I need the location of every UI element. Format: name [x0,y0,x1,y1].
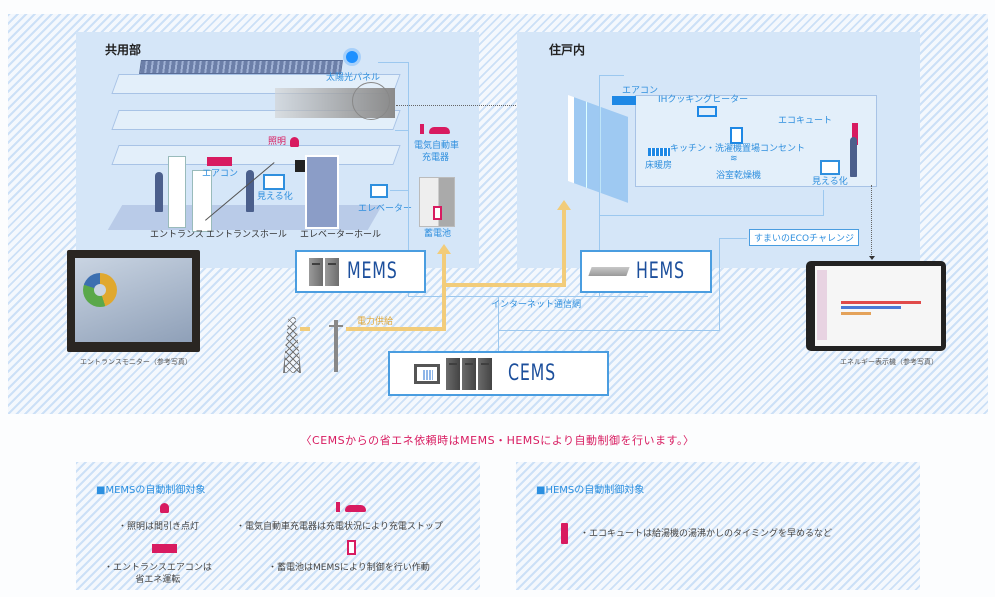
visualization-panel [295,160,305,172]
server-icon [446,357,460,390]
eco-cute-label: エコキュート [778,116,833,126]
lighting-label: 照明 [268,137,287,147]
power-line [442,283,566,287]
power-arrow-up-icon [437,244,451,254]
visualization-chart-icon [820,160,840,175]
hems-system-box: HEMS [580,250,712,293]
floor-heating-label: 床暖房 [645,161,673,171]
hems-control-title: ■HEMSの自動制御対象 [536,485,645,496]
person-silhouette [155,172,163,212]
mems-control-item: ・照明は間引き点灯 [118,522,200,532]
hems-control-box [516,462,920,590]
entrance-hall-label: エントランスホール [206,230,287,240]
ev-charger-label-line1: 電気自動車 [414,141,460,151]
air-conditioner-icon [207,157,232,166]
elevator-hall-label: エレベーターホール [300,230,382,240]
mems-label: MEMS [347,259,398,284]
eco-challenge-link[interactable]: すまいのECOチャレンジ [749,229,859,246]
elevator-door [305,155,339,229]
floor-heating-icon [648,148,670,156]
server-icon [309,257,323,286]
internet-label: インターネット通信網 [491,300,582,310]
entrance-hall-door [192,170,212,232]
person-silhouette [850,137,857,177]
dwelling-aircon-label: エアコン [622,86,659,96]
dotted-arrow-to-display [871,185,872,257]
mems-control-box [76,462,480,590]
battery-icon [347,540,356,555]
mems-control-item: ・蓄電池はMEMSにより制御を行い作動 [268,563,430,573]
ceiling-light-icon [160,503,169,513]
storage-battery-label: 蓄電池 [424,229,452,239]
server-icon [325,257,339,286]
server-icon [478,357,492,390]
eco-cute-unit [852,123,858,145]
ev-charger-icon [336,502,366,512]
bath-dryer-icon: ≋ [730,154,738,164]
hems-control-item: ・エコキュートは給湯機の湯沸かしのタイミングを早めるなど [580,529,833,539]
ev-charger-label-line2: 充電器 [422,153,450,163]
common-area-title: 共用部 [105,43,142,57]
ceiling-light-icon [290,137,299,147]
power-supply-label: 電力供給 [357,317,394,327]
mems-control-title: ■MEMSの自動制御対象 [96,485,206,496]
entrance-monitor-caption: エントランスモニター（参考写真） [80,358,192,366]
monitor-chart-icon [414,363,440,384]
ih-heater-label: IHクッキングヒーター [658,95,749,105]
bath-dryer-label: 浴室乾燥機 [716,171,762,181]
power-line [300,327,310,331]
server-icon [462,357,476,390]
outlet-icon [730,127,743,144]
air-conditioner-icon [152,544,177,553]
elevator-icon [370,184,388,198]
hems-device-icon [588,267,630,276]
power-line [442,254,446,331]
sun-icon [346,51,358,63]
hems-label: HEMS [636,259,685,284]
utility-pole-icon [334,320,338,372]
mems-control-item: ・電気自動車充電器は充電状況により充電ストップ [236,522,443,532]
cems-label: CEMS [508,361,556,386]
person-silhouette [246,170,254,212]
eco-cute-icon [561,523,568,544]
visualization-label: 見える化 [257,192,293,202]
power-line [562,210,566,287]
dwelling-visualization-label: 見える化 [812,177,848,187]
visualization-chart-icon [263,174,285,190]
energy-display-caption: エネルギー表示機（参考写真） [840,358,938,366]
common-building-illustration [107,60,410,232]
solar-panel-label: 太陽光パネル [326,73,381,83]
mems-system-box: MEMS [295,250,426,293]
outlet-label: キッチン・洗濯機置場コンセント [670,144,806,154]
aircon-unit-icon [612,96,636,105]
dotted-arrow-to-dwelling [396,105,552,106]
mems-control-item: ・エントランスエアコンは 省エネ運転 [104,563,212,586]
aircon-label: エアコン [202,169,239,179]
elevator-label: エレベーター [358,204,413,214]
auto-control-notice: 〈CEMSからの省エネ依頼時はMEMS・HEMSにより自動制御を行います。〉 [300,434,695,447]
entrance-label: エントランス [150,230,204,240]
entrance-door [168,156,186,228]
cems-system-box: CEMS [388,351,609,396]
battery-icon [433,206,442,220]
energy-display-photo [806,261,946,351]
dwelling-title: 住戸内 [549,43,586,57]
ih-heater-icon [697,106,717,117]
power-arrow-up-icon [557,200,571,210]
entrance-monitor-photo [67,250,200,352]
magnifier-circle [352,82,390,120]
ev-charger-icon [420,124,450,134]
power-line [346,327,446,331]
solar-panel [139,60,343,74]
